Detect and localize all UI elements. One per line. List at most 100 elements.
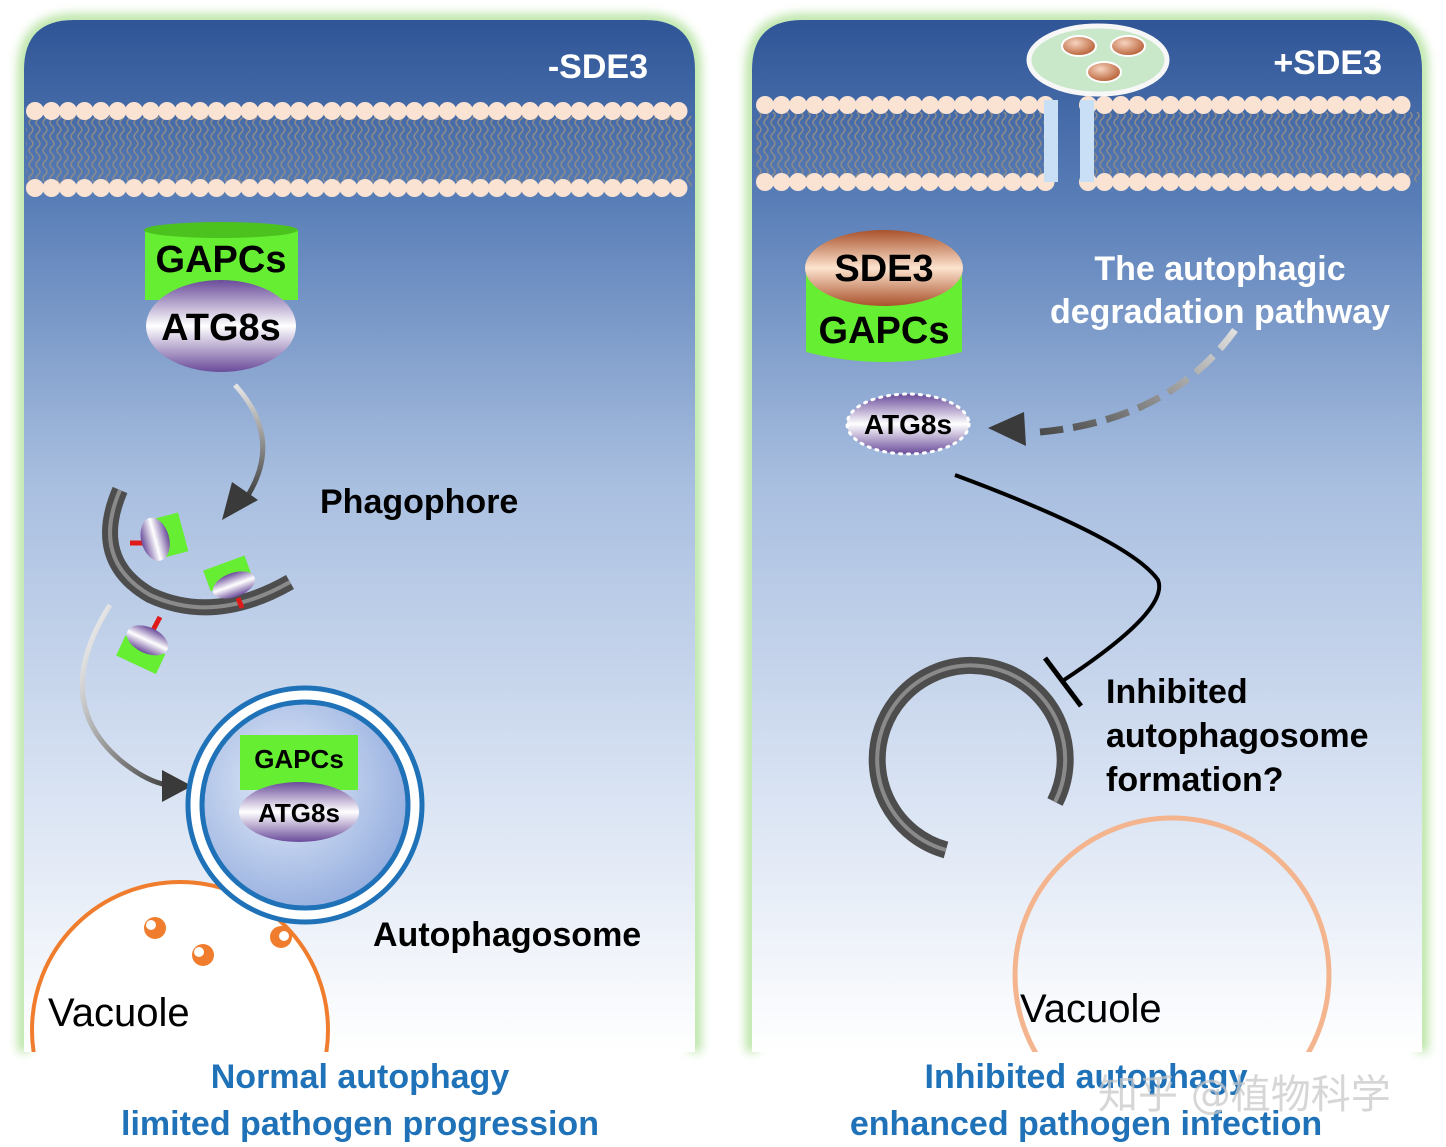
lipid-head (389, 102, 407, 120)
lipid-head (970, 96, 989, 114)
lipid-head (273, 179, 292, 197)
lipid-head (207, 102, 226, 120)
membrane-lipid-heads-right (756, 96, 1411, 191)
lipid-head (987, 96, 1005, 114)
pathway-label-line1: The autophagic (1094, 250, 1345, 288)
lipid-head (1194, 173, 1213, 191)
lipid-head (1343, 173, 1361, 191)
autophagosome-complex-top-label: GAPCs (254, 744, 344, 774)
lipid-head (838, 173, 857, 191)
lipid-head (207, 179, 226, 197)
lipid-head (75, 179, 94, 197)
lipid-head (822, 96, 840, 114)
lipid-head (855, 96, 873, 114)
lipid-head (1310, 96, 1328, 114)
lipid-head (1211, 173, 1229, 191)
arrow-to-phagophore-head (222, 482, 258, 520)
lipid-head (970, 173, 989, 191)
lipid-head (1178, 173, 1196, 191)
lipid-head (805, 96, 824, 114)
lipid-head (1161, 173, 1180, 191)
lipid-head (537, 102, 556, 120)
lipid-head (224, 102, 242, 120)
lipid-head (554, 179, 572, 197)
left-panel: -SDE3 GAPCs ATG8s Phagophore (18, 14, 701, 1052)
lipid-head (224, 179, 242, 197)
lipid-head (422, 179, 440, 197)
lipid-head (191, 179, 209, 197)
arrow-to-phagophore (233, 383, 266, 502)
lipid-head (772, 96, 791, 114)
lipid-head (26, 179, 44, 197)
lipid-head (669, 102, 688, 120)
right-caption-line1: Inhibited autophagy (924, 1058, 1248, 1096)
watermark: 知乎 @植物科学 (1098, 1072, 1391, 1118)
lipid-head (1326, 173, 1345, 191)
inhibition-bar (1043, 656, 1083, 708)
right-vacuole-label: Vacuole (1020, 987, 1162, 1031)
lipid-head (772, 173, 791, 191)
lipid-head (92, 179, 110, 197)
lipid-head (587, 102, 605, 120)
lipid-head (141, 179, 160, 197)
lipid-head (521, 102, 539, 120)
lipid-head (356, 179, 374, 197)
lipid-head (306, 179, 325, 197)
lipid-head (805, 173, 824, 191)
lipid-head (570, 102, 589, 120)
lipid-head (636, 102, 655, 120)
lipid-head (158, 102, 176, 120)
left-vacuole-label: Vacuole (48, 991, 190, 1035)
lipid-head (125, 102, 143, 120)
lipid-head (455, 179, 473, 197)
lipid-head (1293, 173, 1312, 191)
lipid-head (1326, 96, 1345, 114)
lipid-head (954, 173, 972, 191)
left-cell-membrane (26, 102, 692, 197)
lipid-head (937, 96, 956, 114)
lipid-head (438, 179, 457, 197)
lipid-head (620, 179, 638, 197)
lipid-head (756, 173, 774, 191)
lipid-head (59, 179, 77, 197)
lipid-head (1095, 96, 1114, 114)
inhibited-label-line3: formation? (1106, 761, 1284, 799)
lipid-head (587, 179, 605, 197)
lipid-head (521, 179, 539, 197)
inhibited-label-line1: Inhibited (1106, 673, 1248, 711)
lipid-head (1310, 173, 1328, 191)
lipid-head (954, 96, 972, 114)
lipid-head (1392, 173, 1411, 191)
lipid-head (620, 102, 638, 120)
lipid-head (1260, 173, 1279, 191)
right-gapcs-label: GAPCs (819, 310, 950, 352)
lipid-head (1227, 96, 1246, 114)
lipid-head (471, 102, 490, 120)
lipid-head (554, 102, 572, 120)
lipid-head (1003, 96, 1022, 114)
lipid-head (1376, 173, 1394, 191)
lipid-head (356, 102, 374, 120)
lipid-head (42, 179, 61, 197)
lipid-head (240, 179, 259, 197)
lipid-head (669, 179, 688, 197)
lipid-head (937, 173, 956, 191)
lipid-head (174, 179, 193, 197)
lipid-head (1095, 173, 1114, 191)
lipid-head (438, 102, 457, 120)
lipid-head (405, 102, 424, 120)
lipid-head (888, 173, 906, 191)
lipid-head (125, 179, 143, 197)
lipid-head (26, 102, 44, 120)
lipid-head (838, 96, 857, 114)
lipid-head (921, 173, 939, 191)
lipid-head (323, 102, 341, 120)
lipid-head (1194, 96, 1213, 114)
lipid-head (1145, 173, 1163, 191)
lipid-head (570, 179, 589, 197)
condition-label-plus-sde3: +SDE3 (1273, 44, 1382, 82)
lipid-head (921, 96, 939, 114)
lipid-head (372, 102, 391, 120)
degradation-arrow-head (988, 412, 1026, 446)
lipid-head (372, 179, 391, 197)
